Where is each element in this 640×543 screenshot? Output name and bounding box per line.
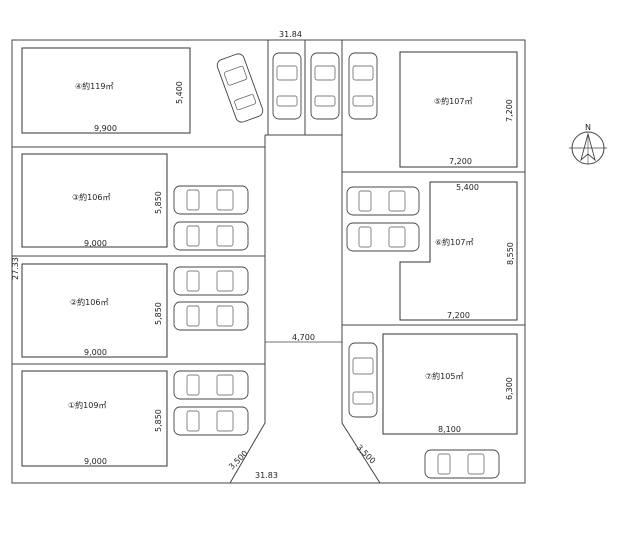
lot-6-label: ⑥約107㎡ [435,237,473,247]
lot-2: ②約106㎡ 9,000 5,850 [21,263,168,358]
lot-5: ⑤約107㎡ 7,200 7,200 [399,51,518,168]
car [173,266,249,296]
lot-6: 5,400 ⑥約107㎡ 7,200 8,550 [399,181,518,321]
car [348,52,378,120]
road-width: 4,700 [292,333,315,342]
car [346,222,420,252]
car [346,186,420,216]
lot-6-depth: 8,550 [506,242,515,265]
lot-3-depth: 5,850 [154,191,163,214]
private-road [229,134,381,484]
north-label: N [585,123,591,132]
lot-7-depth: 6,300 [505,377,514,400]
lot-5-depth: 7,200 [505,99,514,122]
lot-7: ⑦約105㎡ 8,100 6,300 [382,333,518,435]
car [310,52,340,120]
lot-2-depth: 5,850 [154,302,163,325]
car [216,53,264,123]
site-boundary [11,39,526,484]
lot-6-width: 7,200 [447,311,470,320]
lot-3-width: 9,000 [84,239,107,248]
lot-2-width: 9,000 [84,348,107,357]
lot-4-depth: 5,400 [175,81,184,104]
lot-4-label: ④約119㎡ [75,81,113,91]
lot-1: ①約109㎡ 9,000 5,850 [21,370,168,467]
lot-1-label: ①約109㎡ [68,400,106,410]
lot-5-label: ⑤約107㎡ [434,96,472,106]
lot-dividers [12,40,525,365]
lot-6-width-top: 5,400 [456,183,479,192]
car [173,406,249,436]
site-top-width: 31.84 [279,30,302,39]
car [173,185,249,215]
lot-4-width: 9,900 [94,124,117,133]
car [173,301,249,331]
north-arrow-icon: N [569,123,607,165]
lot-2-label: ②約106㎡ [70,297,108,307]
corner-cut-right: 3,500 [355,443,378,466]
site-left-depth: 27.33 [11,257,20,280]
lot-1-width: 9,000 [84,457,107,466]
lot-7-label: ⑦約105㎡ [425,371,463,381]
lot-1-depth: 5,850 [154,409,163,432]
lot-7-width: 8,100 [438,425,461,434]
car [424,449,500,479]
site-bottom-width: 31.83 [255,471,278,480]
car [173,221,249,251]
lot-4: ④約119㎡ 9,900 5,400 [21,47,191,134]
car [348,342,378,418]
lot-3-label: ③約106㎡ [72,192,110,202]
car [173,370,249,400]
lot-3: ③約106㎡ 9,000 5,850 [21,153,168,248]
car [272,52,302,120]
lot-5-width: 7,200 [449,157,472,166]
